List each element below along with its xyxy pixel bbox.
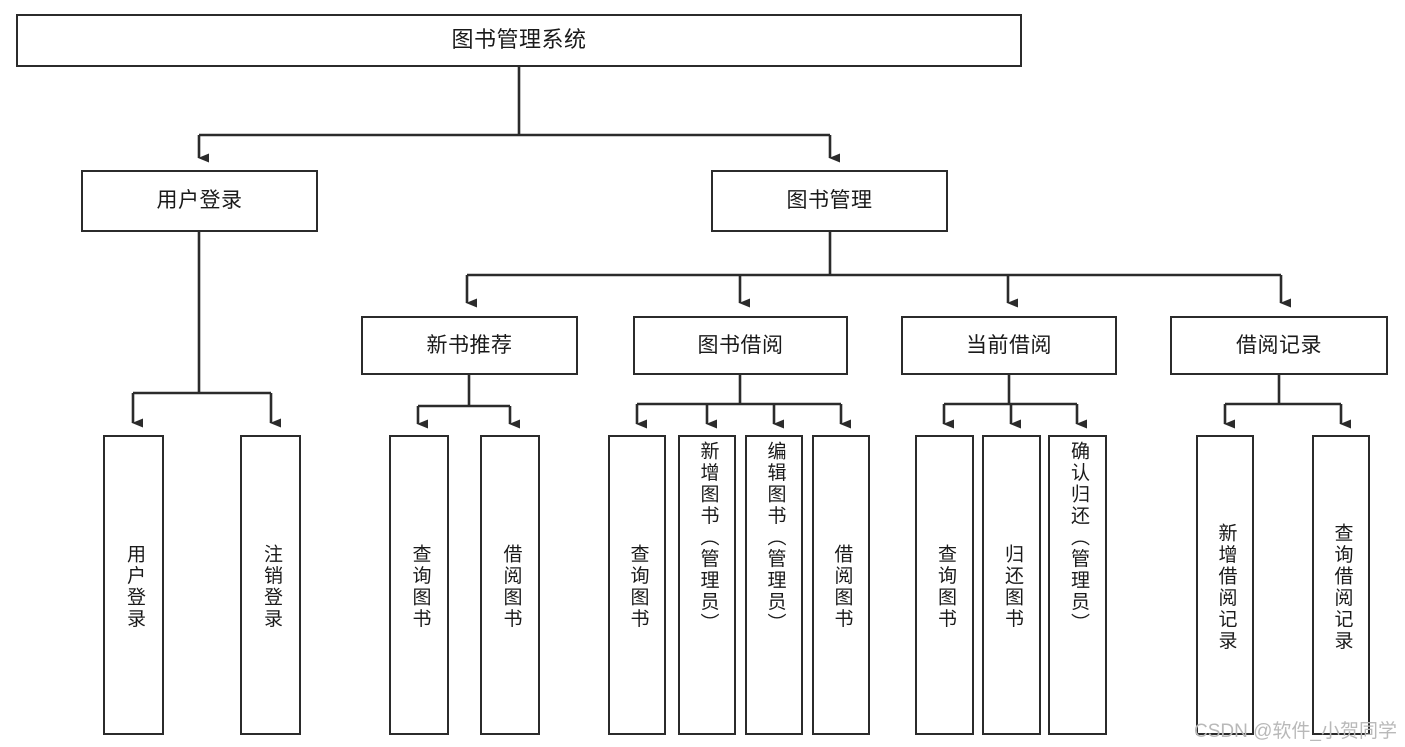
node-leaf-query-book-3[interactable]: 查询图书 (915, 435, 974, 735)
node-leaf-borrow-book-1[interactable]: 借阅图书 (480, 435, 540, 735)
node-current-borrow-label: 当前借阅 (966, 333, 1052, 357)
node-leaf-add-book-label: 新增图书（管理员） (697, 441, 719, 635)
node-leaf-confirm-return-label: 确认归还（管理员） (1067, 441, 1089, 635)
node-leaf-query-book-1[interactable]: 查询图书 (389, 435, 449, 735)
node-leaf-borrow-book-2[interactable]: 借阅图书 (812, 435, 870, 735)
node-leaf-add-record-label: 新增借阅记录 (1215, 522, 1237, 652)
node-root-label: 图书管理系统 (451, 27, 587, 53)
node-leaf-user-login-label: 用户登录 (123, 544, 145, 630)
node-leaf-edit-book-label: 编辑图书（管理员） (764, 441, 786, 635)
node-leaf-query-book-2[interactable]: 查询图书 (608, 435, 666, 735)
node-leaf-query-record-label: 查询借阅记录 (1331, 522, 1353, 652)
node-leaf-logout-label: 注销登录 (260, 544, 282, 630)
node-leaf-return-book-label: 归还图书 (1001, 544, 1023, 630)
node-new-book-recommend-label: 新书推荐 (426, 333, 513, 357)
node-current-borrow[interactable]: 当前借阅 (901, 316, 1117, 375)
node-book-borrow[interactable]: 图书借阅 (633, 316, 848, 375)
node-new-book-recommend[interactable]: 新书推荐 (361, 316, 578, 375)
node-leaf-add-book[interactable]: 新增图书（管理员） (678, 435, 736, 735)
node-book-borrow-label: 图书借阅 (697, 333, 784, 357)
node-book-manage-label: 图书管理 (786, 189, 873, 213)
node-leaf-return-book[interactable]: 归还图书 (982, 435, 1041, 735)
node-borrow-record[interactable]: 借阅记录 (1170, 316, 1388, 375)
node-leaf-borrow-book-1-label: 借阅图书 (500, 544, 522, 630)
node-borrow-record-label: 借阅记录 (1236, 333, 1322, 357)
node-leaf-add-record[interactable]: 新增借阅记录 (1196, 435, 1254, 735)
node-user-login-label: 用户登录 (156, 189, 243, 213)
node-leaf-edit-book[interactable]: 编辑图书（管理员） (745, 435, 803, 735)
node-leaf-query-record[interactable]: 查询借阅记录 (1312, 435, 1370, 735)
node-root[interactable]: 图书管理系统 (16, 14, 1022, 67)
node-leaf-confirm-return[interactable]: 确认归还（管理员） (1048, 435, 1107, 735)
node-leaf-logout[interactable]: 注销登录 (240, 435, 301, 735)
node-user-login[interactable]: 用户登录 (81, 170, 318, 232)
node-leaf-query-book-3-label: 查询图书 (934, 544, 956, 630)
node-leaf-user-login[interactable]: 用户登录 (103, 435, 164, 735)
node-book-manage[interactable]: 图书管理 (711, 170, 948, 232)
node-leaf-query-book-1-label: 查询图书 (409, 544, 431, 630)
watermark: CSDN @软件_小贺同学 (1194, 721, 1397, 742)
node-leaf-query-book-2-label: 查询图书 (627, 544, 649, 630)
node-leaf-borrow-book-2-label: 借阅图书 (831, 544, 853, 630)
